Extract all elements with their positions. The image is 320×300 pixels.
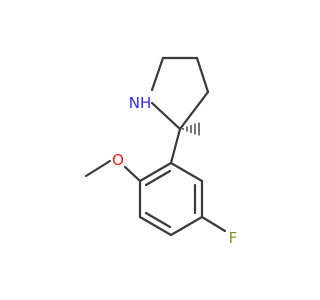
bond-ar6-ar1 xyxy=(169,161,204,183)
bond-c4-c3 xyxy=(195,56,210,94)
molecule-structure: NH O F xyxy=(84,56,238,247)
bond-ar2-o xyxy=(123,165,142,183)
bond-n-c5 xyxy=(150,56,165,92)
bond-ar3-ar4 xyxy=(138,215,173,237)
bond-c3-c2 xyxy=(178,90,210,131)
o-atom-label: O xyxy=(112,151,124,169)
double-bond-ar3-ar4 xyxy=(144,211,172,229)
nh-atom-label: NH xyxy=(129,94,152,112)
bond-ar5-f xyxy=(200,215,227,233)
bond-n-c2 xyxy=(150,101,182,131)
bond-ar1-ar2 xyxy=(138,161,173,183)
double-bond-ar1-ar2 xyxy=(144,169,172,187)
bond-c2-aryl xyxy=(169,127,182,165)
f-atom-label: F xyxy=(229,229,238,247)
bond-o-ch3 xyxy=(84,159,112,178)
stereo-hash-wedge xyxy=(182,122,200,136)
bond-ar4-ar5 xyxy=(169,215,204,237)
